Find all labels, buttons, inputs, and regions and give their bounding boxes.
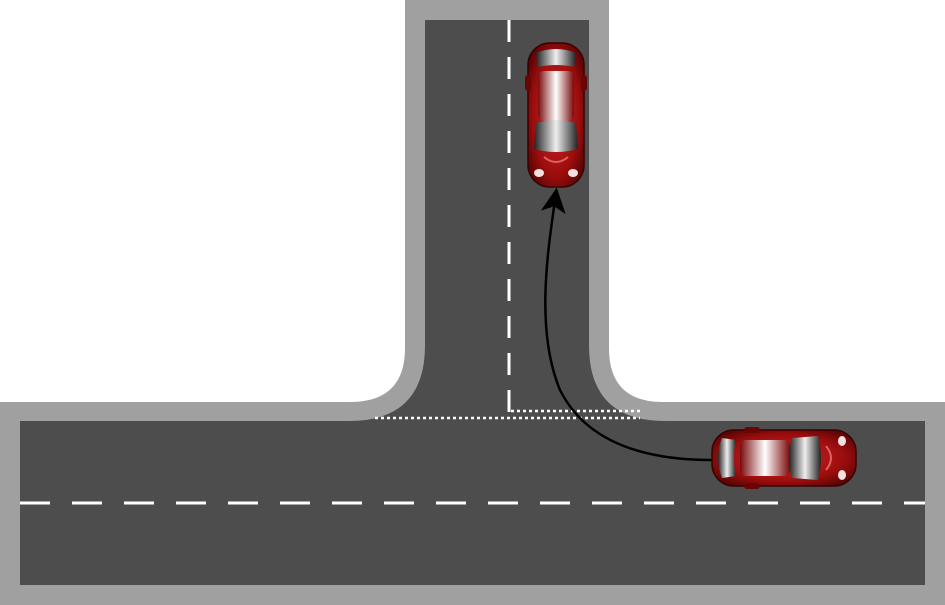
car-turned <box>525 42 587 188</box>
car-waiting <box>711 427 857 489</box>
car-top-view-icon <box>525 42 587 188</box>
car-top-view-icon <box>711 427 857 489</box>
turn-path-arrow <box>540 187 713 462</box>
road-asphalt <box>20 20 925 585</box>
